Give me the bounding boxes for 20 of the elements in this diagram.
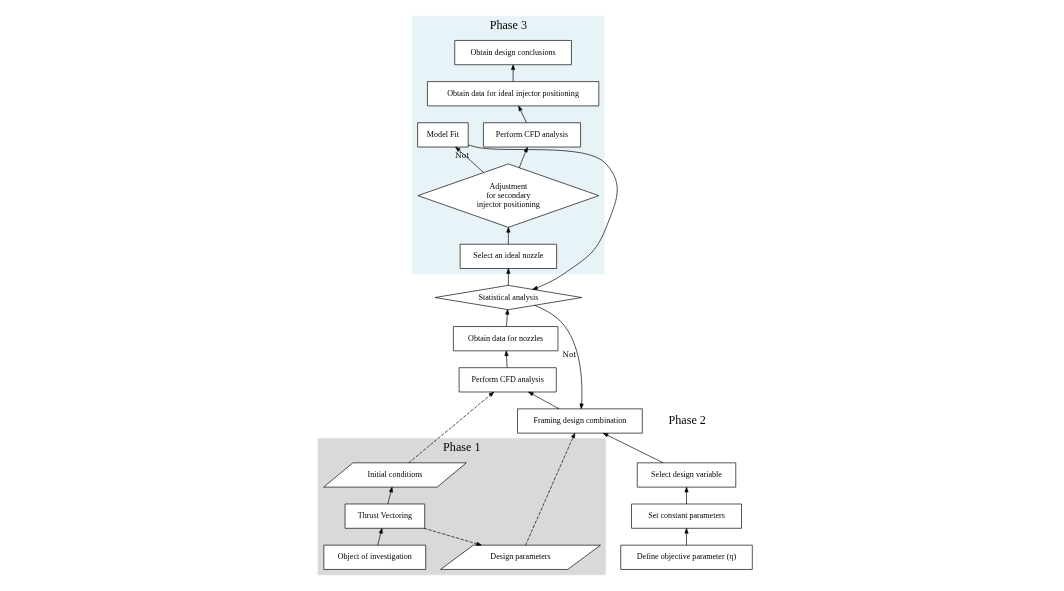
arrow (505, 268, 510, 286)
arrow (467, 144, 618, 290)
arrow (533, 305, 584, 409)
arrow (408, 391, 494, 464)
arrow (518, 146, 528, 169)
arrow (524, 432, 575, 546)
arrow (510, 64, 515, 82)
arrow (376, 528, 383, 546)
arrow (684, 486, 688, 505)
arrow (454, 146, 484, 173)
arrow (602, 432, 663, 464)
arrow (517, 105, 527, 124)
arrow (387, 486, 393, 505)
label: Phase 2 (667, 412, 706, 427)
arrow (423, 527, 482, 546)
arrow (504, 350, 508, 368)
arrow (505, 227, 510, 245)
arrow (527, 391, 559, 410)
arrow (684, 528, 688, 546)
arrow (504, 309, 509, 327)
